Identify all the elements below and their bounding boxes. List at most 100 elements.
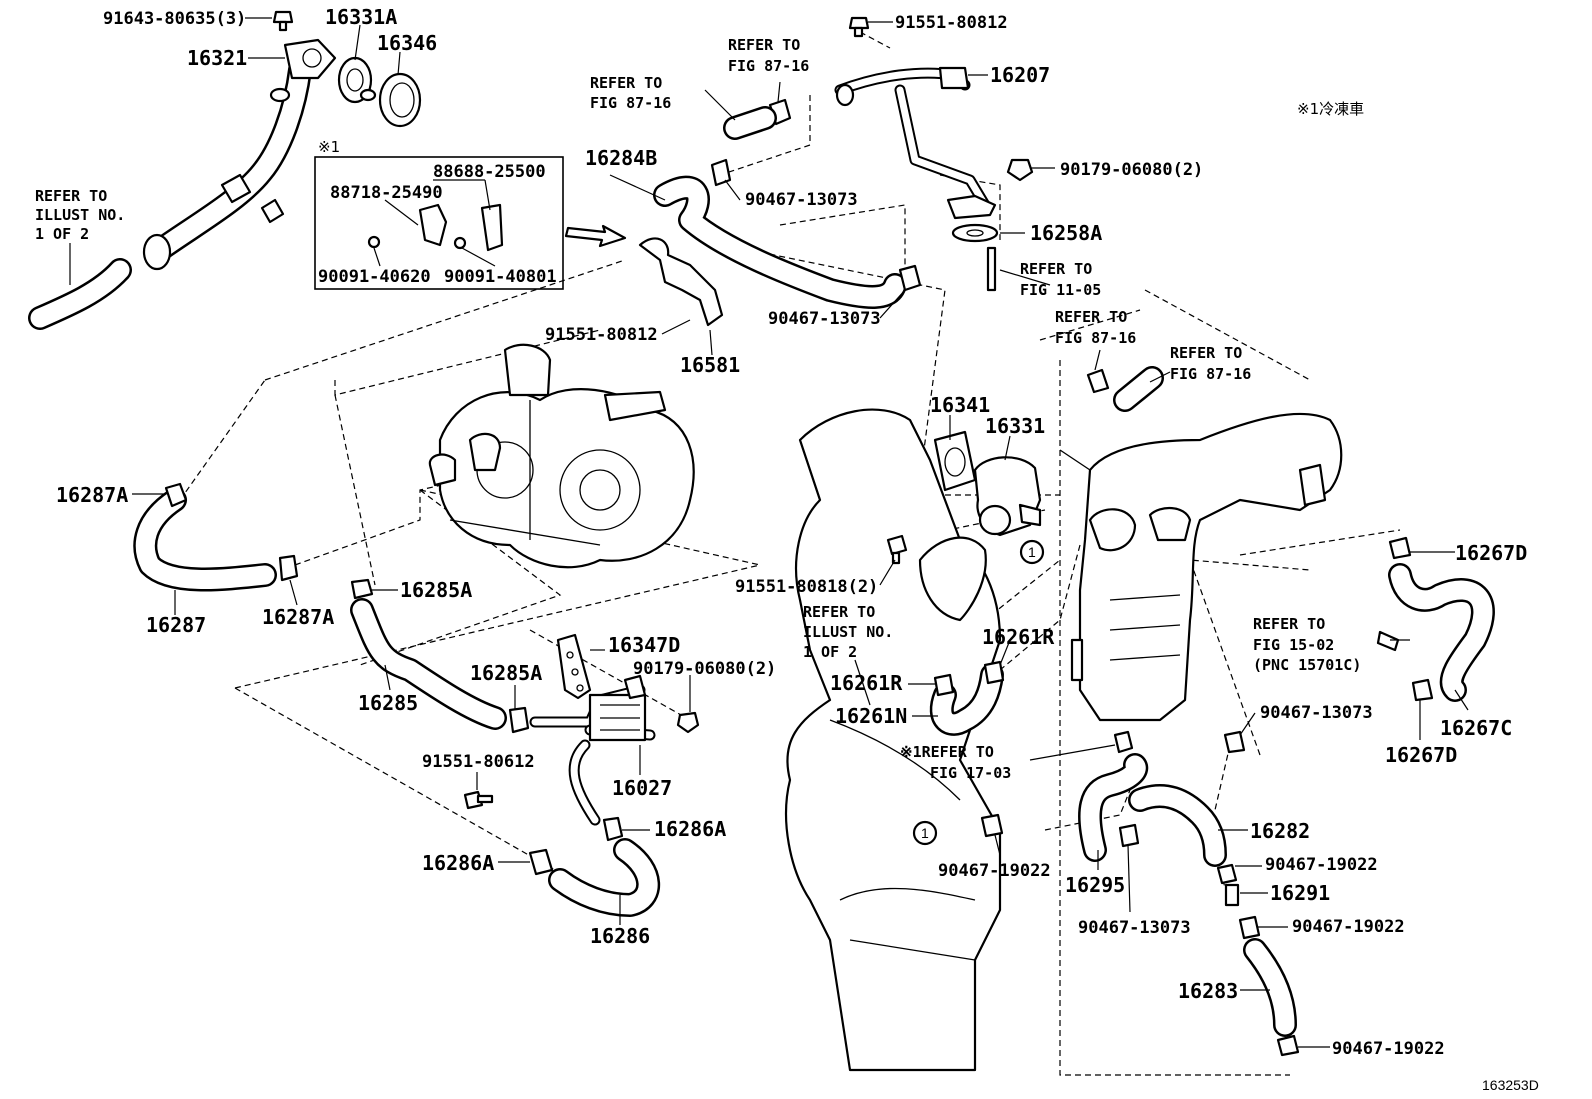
label-16347D: 16347D <box>608 633 680 657</box>
label-16267D-b: 16267D <box>1385 743 1457 767</box>
label-16286A-b: 16286A <box>654 817 726 841</box>
label-16267C: 16267C <box>1440 716 1512 740</box>
hose-end-left <box>28 258 132 330</box>
label-16287A-b: 16287A <box>262 605 334 629</box>
label-16287: 16287 <box>146 613 206 637</box>
circle-ref-1-lower: 1 <box>912 820 938 846</box>
svg-text:1 OF 2: 1 OF 2 <box>35 225 89 243</box>
label-90467-13073-b: 90467-13073 <box>768 309 881 329</box>
label-16581: 16581 <box>680 353 740 377</box>
nut-90179-06080-mid <box>676 711 700 734</box>
label-16207: 16207 <box>990 63 1050 87</box>
label-16282: 16282 <box>1250 819 1310 843</box>
clamp-90467-13073-right <box>1113 730 1246 754</box>
pipe-16207 <box>834 66 997 220</box>
label-91551-80812-mid: 91551-80812 <box>545 325 658 345</box>
svg-text:REFER TO: REFER TO <box>1253 615 1325 633</box>
label-16261R-a: 16261R <box>830 671 903 695</box>
label-16285A-a: 16285A <box>400 578 472 602</box>
svg-text:1 OF 2: 1 OF 2 <box>803 643 857 661</box>
svg-text:ILLUST NO.: ILLUST NO. <box>803 623 893 641</box>
label-88688-25500: 88688-25500 <box>433 162 546 182</box>
label-16346: 16346 <box>377 31 437 55</box>
label-90091-40801: 90091-40801 <box>444 267 557 287</box>
circle-ref-1-upper: 1 <box>1019 539 1045 565</box>
svg-text:REFER TO: REFER TO <box>1055 308 1127 326</box>
label-16291: 16291 <box>1270 881 1330 905</box>
label-88718-25490: 88718-25490 <box>330 183 443 203</box>
label-90467-13073-c: 90467-13073 <box>1260 703 1373 723</box>
pipe-16027 <box>529 674 656 826</box>
label-90467-19022-c: 90467-19022 <box>1292 917 1405 937</box>
ref-fig-17-03: ※1REFER TO FIG 17-03 <box>900 743 1011 782</box>
bracket-16581 <box>638 237 724 327</box>
svg-text:FIG 11-05: FIG 11-05 <box>1020 281 1101 299</box>
labels: 91643-80635(3) 16331A 16346 16321 88688-… <box>56 5 1527 1059</box>
bolt-91551-80818 <box>886 534 908 565</box>
ref-fig-87-16-a: REFER TO FIG 87-16 <box>590 74 671 112</box>
label-16258A: 16258A <box>1030 221 1102 245</box>
svg-text:REFER TO: REFER TO <box>590 74 662 92</box>
clamps-top <box>710 98 922 292</box>
label-16331A: 16331A <box>325 5 397 29</box>
label-90179-06080-top: 90179-06080(2) <box>1060 160 1203 180</box>
option-box-parts <box>367 203 504 252</box>
water-outlet-pipe-16321 <box>142 38 337 271</box>
hose-end-right-top <box>1086 366 1164 412</box>
option-box-marker: ※1 <box>318 138 340 156</box>
bracket-16347D <box>556 633 592 700</box>
svg-text:(PNC 15701C): (PNC 15701C) <box>1253 656 1361 674</box>
label-91551-80612: 91551-80612 <box>422 752 535 772</box>
joint-16291 <box>1216 863 1261 940</box>
label-16341: 16341 <box>930 393 990 417</box>
svg-text:REFER TO: REFER TO <box>803 603 875 621</box>
ref-fig-87-16-c: REFER TO FIG 87-16 <box>1055 308 1136 347</box>
water-inlet-16331 <box>973 456 1042 537</box>
svg-text:FIG 87-16: FIG 87-16 <box>590 94 671 112</box>
diagram-code: 163253D <box>1482 1077 1539 1093</box>
svg-text:REFER TO: REFER TO <box>35 187 107 205</box>
ref-illust-mid: REFER TO ILLUST NO. 1 OF 2 <box>803 603 893 661</box>
refer-notes: REFER TO ILLUST NO. 1 OF 2 REFER TO FIG … <box>35 36 1361 782</box>
label-91551-80818: 91551-80818(2) <box>735 577 878 597</box>
ref-fig-15-02: REFER TO FIG 15-02 (PNC 15701C) <box>1253 615 1361 674</box>
hose-16284B <box>653 175 907 309</box>
bolt-91551-80612 <box>463 790 494 810</box>
label-90467-19022-b: 90467-19022 <box>1265 855 1378 875</box>
label-90467-19022-d: 90467-19022 <box>1332 1039 1445 1059</box>
intake-manifold <box>1059 412 1343 722</box>
nut-90179-06080-top <box>1006 158 1034 182</box>
label-16287A-a: 16287A <box>56 483 128 507</box>
hose-16287 <box>133 482 299 592</box>
gasket-16346 <box>378 72 422 128</box>
svg-text:FIG 87-16: FIG 87-16 <box>1055 329 1136 347</box>
bolt-91643-80635 <box>272 10 294 32</box>
hose-end-top <box>723 106 777 140</box>
svg-text:REFER TO: REFER TO <box>1170 344 1242 362</box>
ref-fig-87-16-d: REFER TO FIG 87-16 <box>1170 344 1251 383</box>
label-16261R-b: 16261R <box>982 625 1055 649</box>
hose-16261N <box>929 660 1005 736</box>
ref-fig-87-16-b: REFER TO FIG 87-16 <box>728 36 809 75</box>
label-16027: 16027 <box>612 776 672 800</box>
stud-bolt <box>986 246 997 292</box>
option-box: ※1 <box>314 138 564 290</box>
label-16267D-a: 16267D <box>1455 541 1527 565</box>
label-16286: 16286 <box>590 924 650 948</box>
circle-ref-1-lower-text: 1 <box>921 825 929 841</box>
label-16285A-b: 16285A <box>470 661 542 685</box>
hose-16295 <box>1078 753 1149 862</box>
label-90179-06080-mid: 90179-06080(2) <box>633 659 776 679</box>
svg-text:REFER TO: REFER TO <box>728 36 800 54</box>
clamp-90467-19022-left <box>980 813 1004 838</box>
label-90467-13073-a: 90467-13073 <box>745 190 858 210</box>
label-90467-13073-d: 90467-13073 <box>1078 918 1191 938</box>
label-91643-80635: 91643-80635(3) <box>103 9 246 29</box>
svg-text:FIG 15-02: FIG 15-02 <box>1253 636 1334 654</box>
label-16286A-a: 16286A <box>422 851 494 875</box>
refrigerated-vehicle-note: ※1冷凍車 <box>1297 100 1364 118</box>
label-16283: 16283 <box>1178 979 1238 1003</box>
bolt-91551-80812-top <box>848 16 870 38</box>
svg-text:ILLUST NO.: ILLUST NO. <box>35 206 125 224</box>
